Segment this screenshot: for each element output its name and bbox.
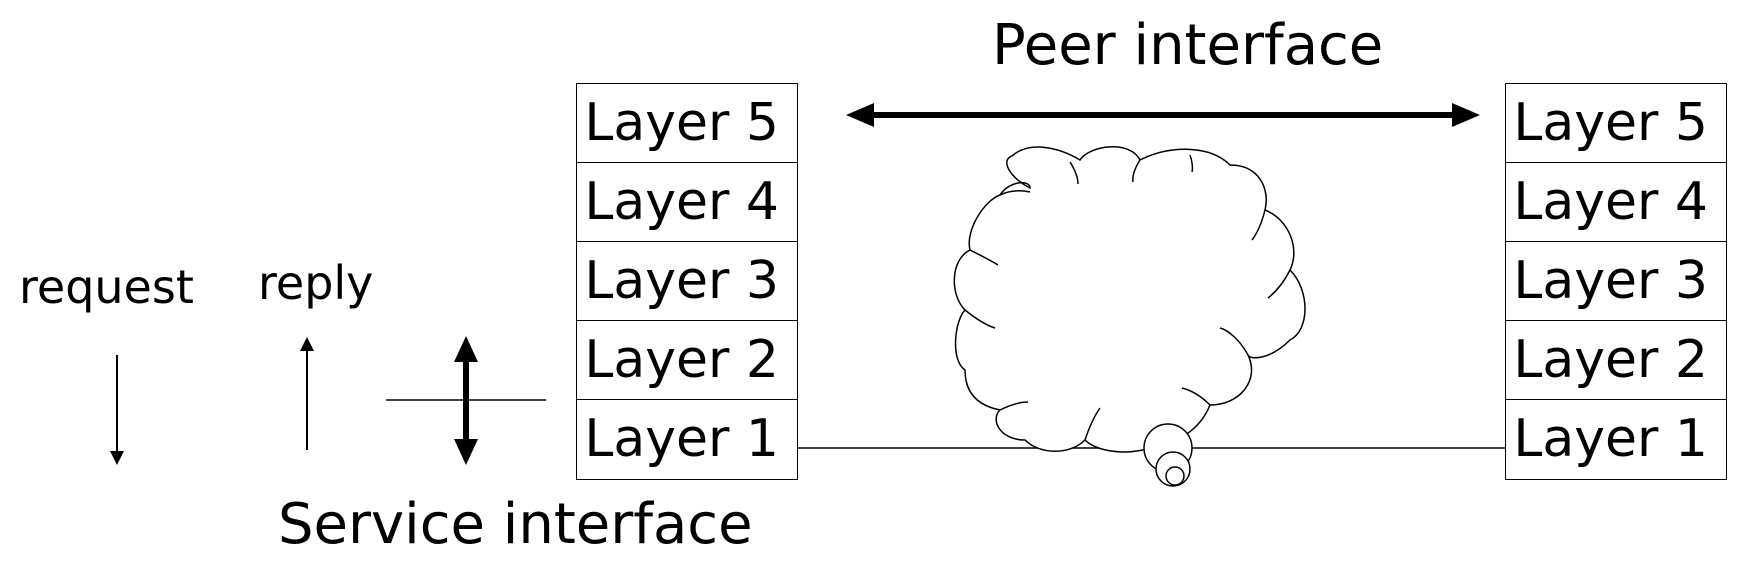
right-layer-5: Layer 5 xyxy=(1506,84,1726,163)
reply-arrow xyxy=(300,337,314,450)
left-layer-2: Layer 2 xyxy=(577,321,797,400)
reply-label: reply xyxy=(258,256,374,310)
request-label: request xyxy=(19,260,194,314)
left-protocol-stack: Layer 5 Layer 4 Layer 3 Layer 2 Layer 1 xyxy=(576,83,798,480)
right-layer-3: Layer 3 xyxy=(1506,242,1726,321)
left-layer-5: Layer 5 xyxy=(577,84,797,163)
left-layer-4: Layer 4 xyxy=(577,163,797,242)
request-arrow xyxy=(110,355,124,465)
peer-interface-label: Peer interface xyxy=(992,13,1384,78)
right-protocol-stack: Layer 5 Layer 4 Layer 3 Layer 2 Layer 1 xyxy=(1505,83,1727,480)
right-layer-2: Layer 2 xyxy=(1506,321,1726,400)
left-layer-1: Layer 1 xyxy=(584,409,779,469)
right-layer-1: Layer 1 xyxy=(1513,409,1708,469)
service-interface-arrow xyxy=(454,336,478,465)
network-cloud xyxy=(953,146,1306,487)
peer-interface-arrow xyxy=(846,103,1480,127)
right-layer-4: Layer 4 xyxy=(1506,163,1726,242)
service-interface-label: Service interface xyxy=(278,492,753,557)
left-layer-3: Layer 3 xyxy=(577,242,797,321)
